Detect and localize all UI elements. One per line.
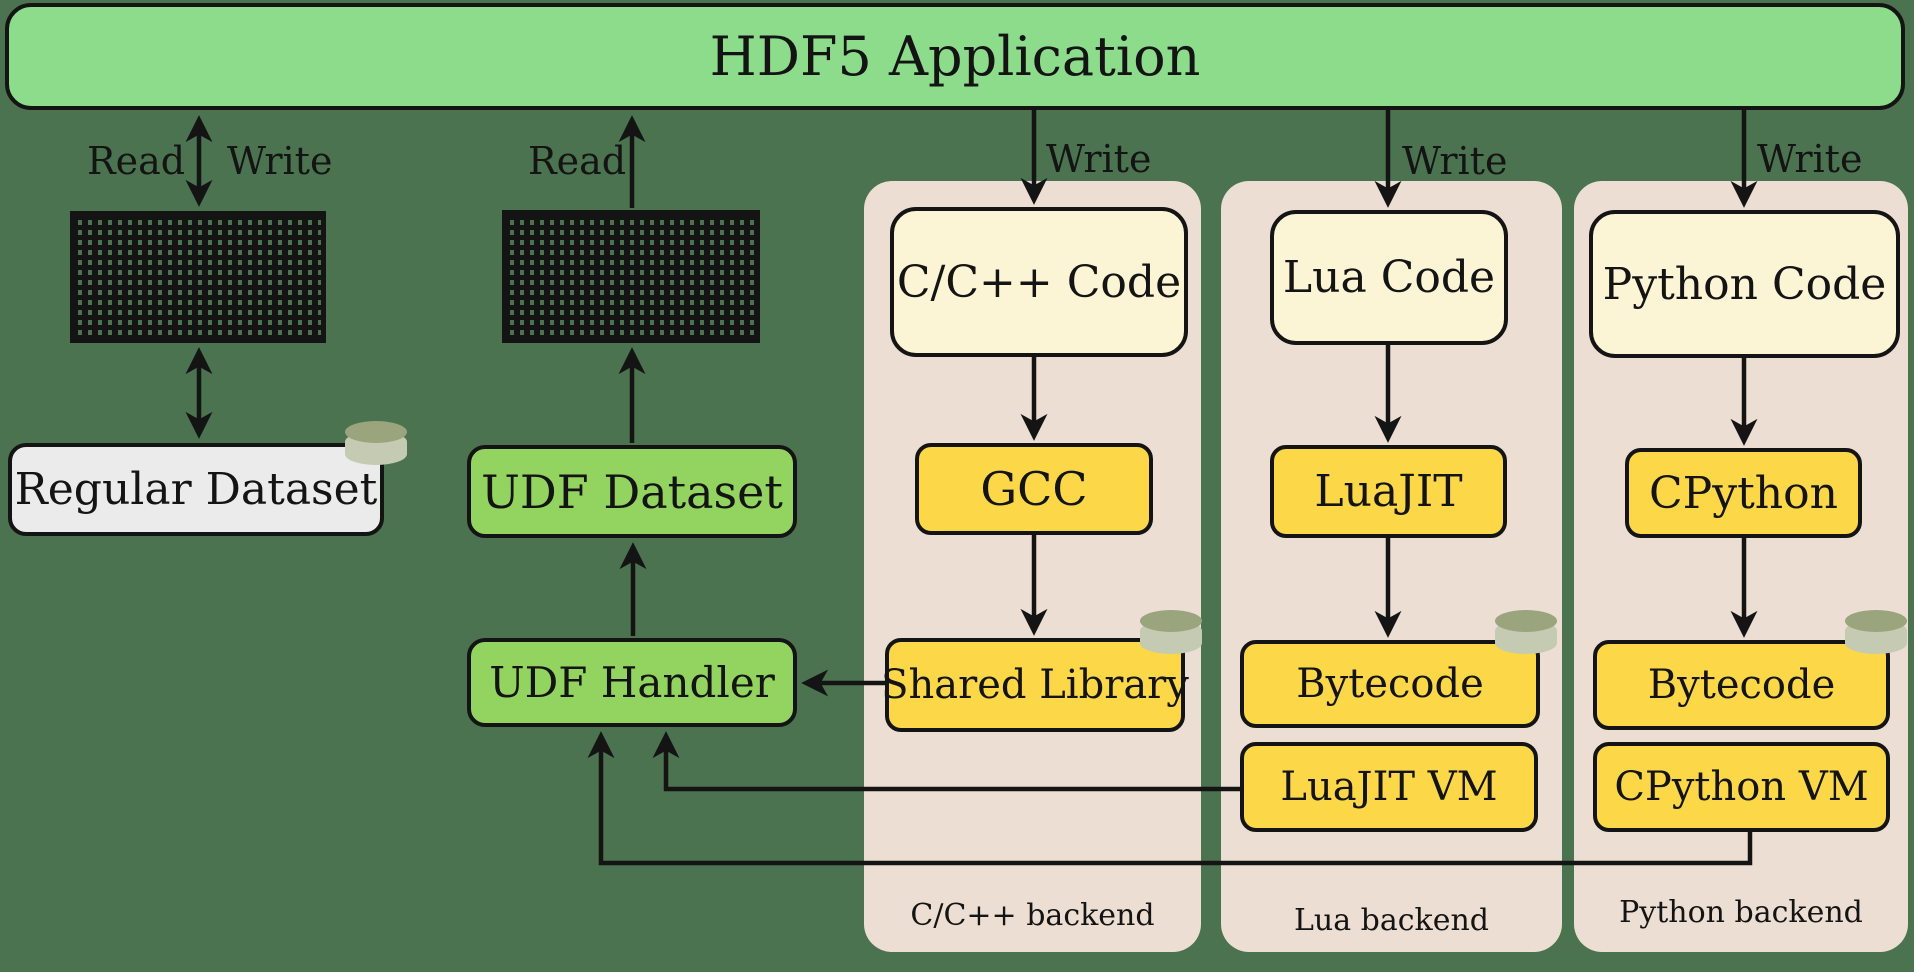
write-label-cpp: Write (1046, 137, 1152, 181)
caption-python-backend: Python backend (1619, 895, 1863, 930)
cpython-box: CPython (1625, 448, 1862, 538)
regular-dataset-box: Regular Dataset (8, 443, 384, 536)
caption-lua-backend: Lua backend (1293, 903, 1489, 938)
lua-bytecode-box: Bytecode (1240, 640, 1540, 728)
read-label-left: Read (87, 139, 186, 183)
dataset-matrix-icon (70, 211, 326, 343)
python-code-box: Python Code (1589, 210, 1900, 358)
udf-dataset-box: UDF Dataset (467, 445, 797, 538)
hdf5-application-banner: HDF5 Application (5, 3, 1905, 110)
shared-library-box: Shared Library (881, 638, 1189, 732)
read-label-udf: Read (528, 139, 627, 183)
lua-code-box: Lua Code (1270, 210, 1508, 345)
luajit-box: LuaJIT (1270, 445, 1507, 538)
dataset-matrix-icon (502, 210, 760, 343)
cpp-code-box: C/C++ Code (890, 207, 1188, 357)
cpython-vm-box: CPython VM (1593, 742, 1890, 832)
gcc-box: GCC (915, 443, 1153, 535)
caption-cpp-backend: C/C++ backend (910, 898, 1155, 933)
write-label-lua: Write (1402, 139, 1508, 183)
udf-handler-box: UDF Handler (467, 638, 797, 727)
write-label-python: Write (1757, 137, 1863, 181)
luajit-vm-box: LuaJIT VM (1240, 742, 1538, 832)
write-label-left: Write (227, 139, 333, 183)
python-bytecode-box: Bytecode (1593, 640, 1890, 730)
